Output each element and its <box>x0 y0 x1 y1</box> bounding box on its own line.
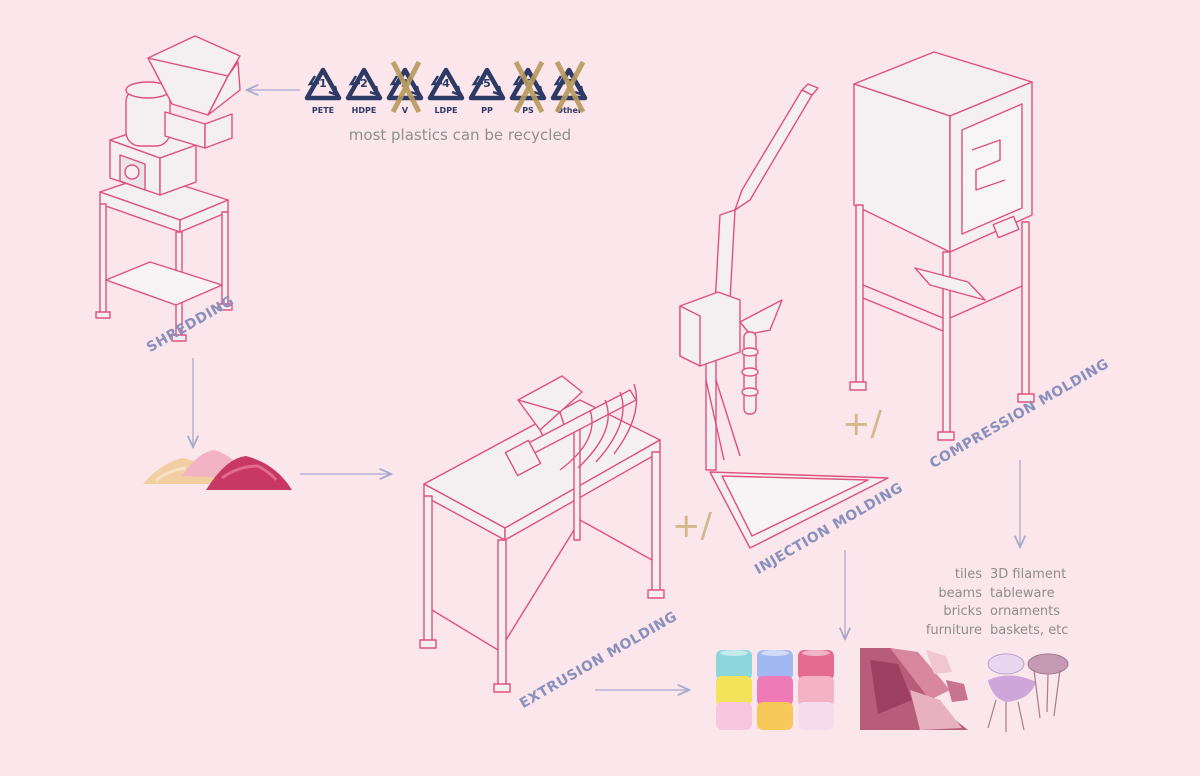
product-list-left: tiles beams bricks furniture <box>900 566 982 640</box>
product-item: tableware <box>990 585 1055 601</box>
product-item: bricks <box>943 604 982 619</box>
cross-out-icon <box>513 60 545 114</box>
product-item: tiles <box>954 567 982 582</box>
recycle-triangle-icon <box>427 67 465 101</box>
recycling-code-label: HDPE <box>351 106 377 115</box>
recycling-number: 5 <box>483 77 491 90</box>
recycle-triangle-icon <box>386 67 424 101</box>
recycling-number: 2 <box>360 77 368 90</box>
product-item: 3D filament <box>990 567 1067 582</box>
product-item: baskets, etc <box>990 622 1069 638</box>
product-item: beams <box>938 585 982 601</box>
cross-out-icon <box>554 60 586 114</box>
recycling-symbol: 3V <box>385 60 425 124</box>
product-item: furniture <box>925 622 982 638</box>
cross-out-icon <box>390 60 422 114</box>
recycling-number: 1 <box>319 77 327 90</box>
recycling-code-label: V <box>401 106 409 115</box>
spool-row-3 <box>716 702 834 730</box>
recycling-symbol: 6PS <box>508 60 548 124</box>
plus-symbol-1: +/ <box>672 506 712 546</box>
recycling-code-label: Other <box>556 106 582 115</box>
recycling-code-label: LDPE <box>434 106 458 115</box>
product-list-right: 3D filament tableware ornaments baskets,… <box>990 566 1068 640</box>
product-item: ornaments <box>990 604 1061 619</box>
recycle-triangle-icon <box>304 67 342 101</box>
recycle-triangle-icon <box>509 67 547 101</box>
recycling-caption: most plastics can be recycled <box>348 126 572 144</box>
recycling-code-label: PETE <box>311 106 335 115</box>
recycling-symbol: 7Other <box>549 60 589 124</box>
recycle-triangle-icon <box>345 67 383 101</box>
recycle-triangle-icon <box>550 67 588 101</box>
recycling-code-label: PP <box>481 106 493 115</box>
recycle-triangle-icon <box>468 67 506 101</box>
recycling-number: 4 <box>442 77 450 90</box>
spool-row-2 <box>716 676 834 706</box>
spool-row-1 <box>716 650 834 680</box>
plus-symbol-2: +/ <box>842 404 882 444</box>
recycling-code-label: PS <box>522 106 534 115</box>
